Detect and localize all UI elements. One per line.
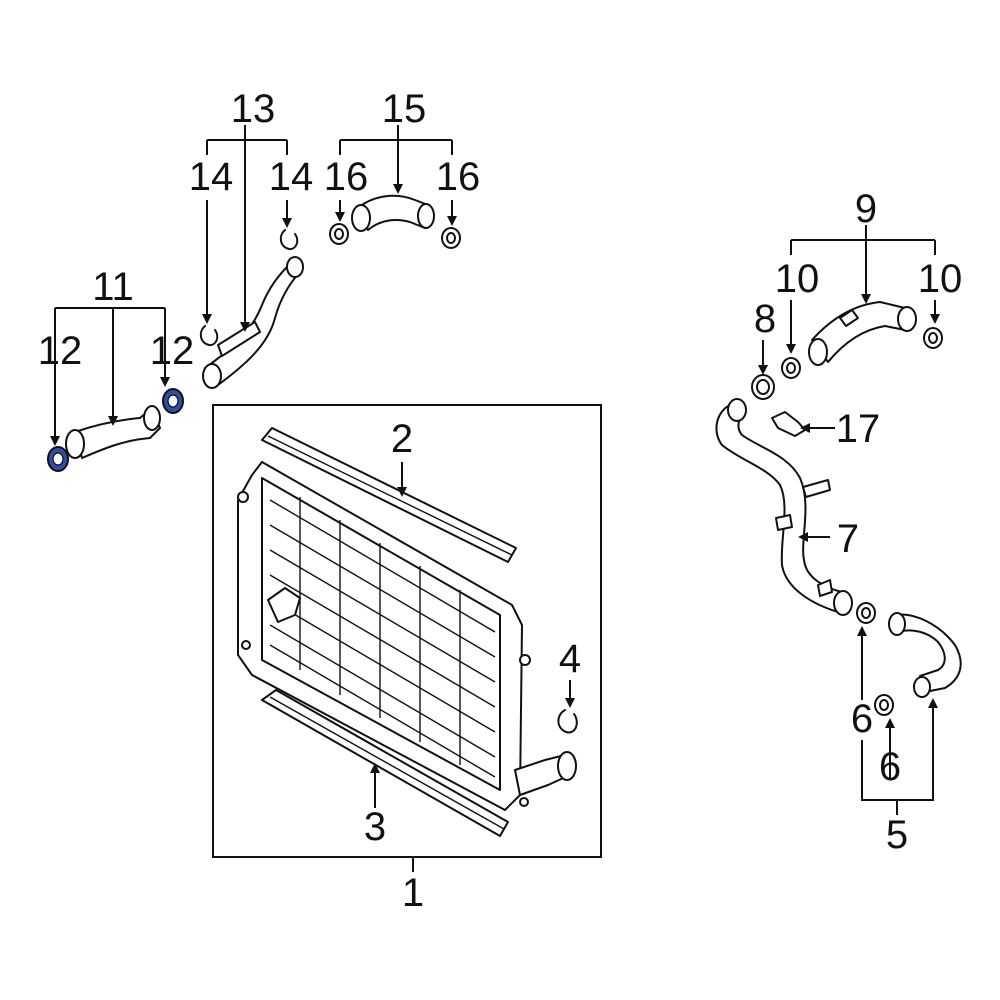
callout-8[interactable]: 8 [754, 297, 776, 341]
seal-ring-10-left[interactable] [781, 357, 801, 379]
seal-ring-16-right[interactable] [441, 227, 461, 249]
intercooler-core[interactable] [237, 461, 577, 811]
callout-12-left[interactable]: 12 [38, 329, 83, 373]
bracket-17[interactable] [771, 411, 806, 437]
leader-lines [50, 125, 935, 872]
callout-14-right[interactable]: 14 [269, 155, 314, 199]
callouts: 1 2 3 4 5 6 6 7 8 9 10 10 11 12 12 13 14… [38, 87, 963, 915]
callout-6-lower[interactable]: 6 [879, 745, 901, 789]
callout-13[interactable]: 13 [231, 87, 276, 131]
seal-ring-16-left[interactable] [329, 223, 349, 245]
callout-10-right[interactable]: 10 [918, 257, 963, 301]
callout-12-right[interactable]: 12 [150, 329, 195, 373]
hose-5[interactable] [888, 612, 962, 698]
hose-15[interactable] [351, 194, 435, 232]
pipe-13[interactable] [202, 256, 304, 389]
callout-6-upper[interactable]: 6 [851, 697, 873, 741]
upper-seal-strip[interactable] [261, 427, 517, 563]
clamp-8[interactable] [751, 374, 775, 400]
hose-9[interactable] [808, 301, 917, 366]
callout-5[interactable]: 5 [886, 813, 908, 857]
callout-10-left[interactable]: 10 [775, 257, 820, 301]
callout-2[interactable]: 2 [391, 417, 413, 461]
callout-17[interactable]: 17 [836, 407, 881, 451]
seal-ring-6-upper[interactable] [856, 602, 876, 624]
assembly-frame [212, 404, 602, 858]
clip-14-left[interactable] [199, 325, 219, 347]
callout-14-left[interactable]: 14 [189, 155, 234, 199]
hose-11[interactable] [65, 405, 161, 459]
callout-15[interactable]: 15 [382, 87, 427, 131]
callout-16-left[interactable]: 16 [324, 155, 369, 199]
seal-ring-6-lower[interactable] [874, 694, 894, 716]
callout-7[interactable]: 7 [837, 517, 859, 561]
clip-4[interactable] [557, 709, 578, 734]
pipe-7[interactable] [715, 398, 853, 616]
callout-9[interactable]: 9 [855, 187, 877, 231]
callout-4[interactable]: 4 [559, 637, 581, 681]
lower-seal-strip[interactable] [261, 689, 509, 837]
callout-3[interactable]: 3 [364, 805, 386, 849]
callout-16-right[interactable]: 16 [436, 155, 481, 199]
clip-14-right[interactable] [279, 229, 299, 251]
callout-1[interactable]: 1 [402, 871, 424, 915]
seal-ring-10-right[interactable] [923, 327, 943, 349]
callout-11[interactable]: 11 [92, 265, 134, 309]
seal-ring-12-right[interactable] [162, 388, 184, 414]
seal-ring-12-left[interactable] [47, 446, 69, 472]
